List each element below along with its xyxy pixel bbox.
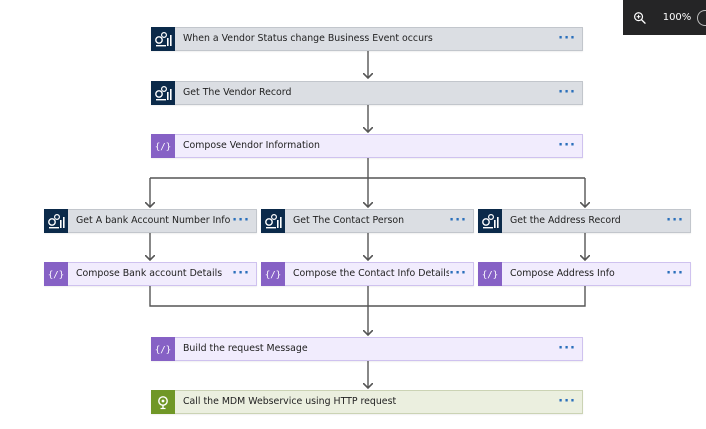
step-label: Get The Contact Person [293, 215, 405, 226]
more-options-icon[interactable]: ··· [666, 213, 684, 228]
step-get-address-record[interactable]: Get the Address Record ··· [478, 208, 691, 233]
svg-text:{/}: {/} [265, 270, 281, 280]
step-trigger-vendor-status[interactable]: When a Vendor Status change Business Eve… [151, 26, 583, 51]
step-compose-address-info[interactable]: {/} Compose Address Info ··· [478, 261, 691, 286]
compose-icon: {/} [151, 336, 175, 361]
step-compose-contact-info-details[interactable]: {/} Compose the Contact Info Details ··· [261, 261, 474, 286]
zoom-in-icon[interactable] [633, 10, 647, 26]
step-get-bank-account-info[interactable]: Get A bank Account Number Info ··· [44, 208, 257, 233]
more-options-icon[interactable]: ··· [558, 31, 576, 46]
compose-icon: {/} [151, 133, 175, 158]
step-label: Get The Vendor Record [183, 87, 292, 98]
svg-text:{/}: {/} [48, 270, 64, 280]
compose-icon: {/} [261, 261, 285, 286]
step-get-contact-person[interactable]: Get The Contact Person ··· [261, 208, 474, 233]
dynamics-icon [151, 80, 175, 105]
compose-icon: {/} [478, 261, 502, 286]
dynamics-icon [44, 208, 68, 233]
more-options-icon[interactable]: ··· [449, 213, 467, 228]
more-options-icon[interactable]: ··· [666, 266, 684, 281]
more-options-icon[interactable]: ··· [232, 266, 250, 281]
step-label: Call the MDM Webservice using HTTP reque… [183, 396, 397, 407]
step-label: Compose Bank account Details [76, 268, 223, 279]
step-get-vendor-record[interactable]: Get The Vendor Record ··· [151, 80, 583, 105]
svg-text:{/}: {/} [155, 345, 171, 355]
step-label: Compose Vendor Information [183, 140, 320, 151]
dynamics-icon [478, 208, 502, 233]
more-options-icon[interactable]: ··· [558, 394, 576, 409]
http-icon [151, 389, 175, 414]
step-label: Get A bank Account Number Info [76, 215, 231, 226]
zoom-level: 100% [662, 12, 692, 23]
more-options-icon[interactable]: ··· [558, 341, 576, 356]
step-label: Compose Address Info [510, 268, 615, 279]
step-label: Build the request Message [183, 343, 308, 354]
more-options-icon[interactable]: ··· [232, 213, 250, 228]
more-options-icon[interactable]: ··· [558, 138, 576, 153]
svg-text:{/}: {/} [482, 270, 498, 280]
step-label: Compose the Contact Info Details [293, 268, 450, 279]
dynamics-icon [261, 208, 285, 233]
svg-text:{/}: {/} [155, 142, 171, 152]
step-compose-vendor-information[interactable]: {/} Compose Vendor Information ··· [151, 133, 583, 158]
more-options-icon[interactable]: ··· [449, 266, 467, 281]
compose-icon: {/} [44, 261, 68, 286]
zoom-control: 100% [623, 0, 706, 35]
step-call-mdm-webservice[interactable]: Call the MDM Webservice using HTTP reque… [151, 389, 583, 414]
step-label: When a Vendor Status change Business Eve… [183, 33, 433, 44]
zoom-out-icon[interactable] [697, 9, 706, 26]
more-options-icon[interactable]: ··· [558, 85, 576, 100]
step-build-request-message[interactable]: {/} Build the request Message ··· [151, 336, 583, 361]
dynamics-icon [151, 26, 175, 51]
step-compose-bank-account-details[interactable]: {/} Compose Bank account Details ··· [44, 261, 257, 286]
step-label: Get the Address Record [510, 215, 621, 226]
